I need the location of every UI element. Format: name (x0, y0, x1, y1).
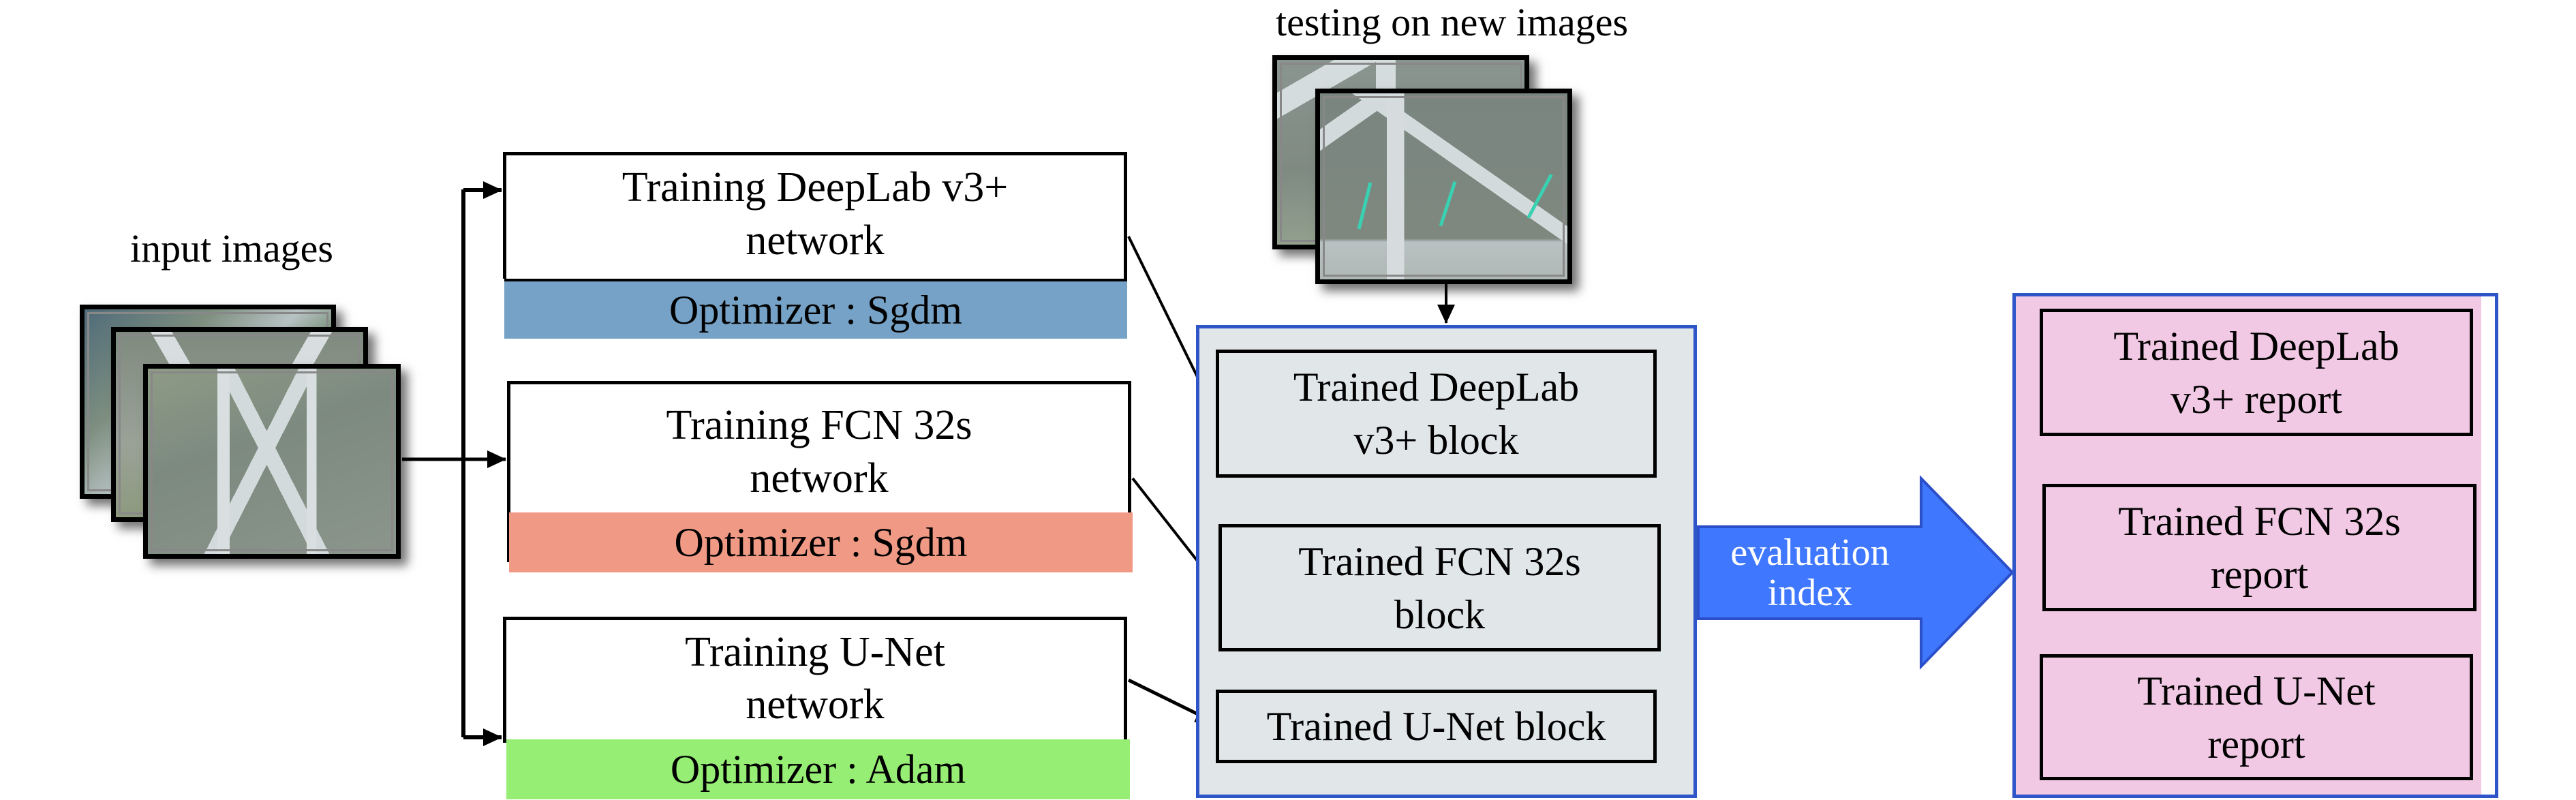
report-fcn-line2: report (2210, 551, 2309, 597)
report-deeplab-line2: v3+ report (2170, 376, 2343, 422)
optimizer-band-fcn: Optimizer : Sgdm (509, 512, 1133, 572)
trained-fcn-line1: Trained FCN 32s (1298, 538, 1581, 584)
evaluation-label-line2: index (1767, 571, 1853, 614)
evaluation-index-label: evaluation index (1698, 533, 1922, 613)
report-deeplab-line1: Trained DeepLab (2113, 323, 2399, 369)
optimizer-band-deeplab: Optimizer : Sgdm (504, 279, 1127, 339)
report-unet-line2: report (2207, 721, 2305, 767)
training-fcn-subtitle: network (750, 455, 889, 502)
training-unet-title: Training U-Net (685, 628, 945, 675)
test-image-front (1315, 89, 1572, 284)
training-deeplab-title: Training DeepLab v3+ (622, 164, 1009, 211)
trained-unet-block: Trained U-Net block (1216, 690, 1657, 763)
report-unet: Trained U-Net report (2040, 654, 2473, 780)
reports-container (2012, 293, 2498, 798)
optimizer-label-unet: Optimizer : Adam (670, 746, 966, 792)
input-images-label: input images (129, 226, 333, 271)
testing-images-label: testing on new images (1276, 0, 1629, 44)
trained-deeplab-block: Trained DeepLab v3+ block (1216, 350, 1657, 478)
training-unet-box: Training U-Net network (503, 617, 1127, 743)
trained-unet-line1: Trained U-Net block (1266, 704, 1606, 749)
trained-blocks-container (1196, 325, 1697, 798)
optimizer-label-fcn: Optimizer : Sgdm (674, 519, 968, 565)
training-deeplab-subtitle: network (746, 217, 885, 264)
training-unet-subtitle: network (746, 681, 885, 728)
trained-fcn-line2: block (1394, 591, 1486, 637)
training-deeplab-box: Training DeepLab v3+ network (503, 152, 1127, 279)
trained-deeplab-line2: v3+ block (1353, 418, 1519, 463)
report-fcn: Trained FCN 32s report (2042, 484, 2477, 611)
report-fcn-line1: Trained FCN 32s (2118, 498, 2401, 544)
report-deeplab: Trained DeepLab v3+ report (2040, 309, 2473, 436)
trained-deeplab-line1: Trained DeepLab (1293, 365, 1580, 410)
training-fcn-title: Training FCN 32s (666, 402, 972, 448)
input-image-front (143, 364, 401, 559)
trained-fcn-block: Trained FCN 32s block (1218, 524, 1661, 651)
report-unet-line1: Trained U-Net (2137, 668, 2376, 713)
optimizer-label-deeplab: Optimizer : Sgdm (669, 287, 962, 333)
optimizer-band-unet: Optimizer : Adam (506, 739, 1130, 799)
evaluation-label-line1: evaluation (1730, 532, 1890, 574)
